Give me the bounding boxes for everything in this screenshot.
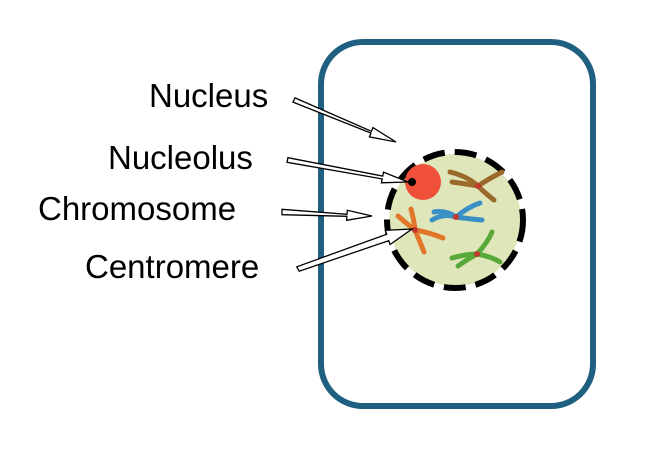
nucleolus-label: Nucleolus	[108, 139, 253, 176]
centromere-orange	[412, 227, 418, 233]
nucleus-label: Nucleus	[149, 77, 268, 114]
centromere-brown	[475, 183, 481, 189]
centromere-arrow	[295, 228, 415, 272]
centromere-blue	[453, 214, 459, 220]
chromosome-arrow	[281, 208, 373, 222]
centromere-green	[474, 251, 480, 257]
chromosome-label: Chromosome	[38, 190, 236, 227]
nucleolus-dot	[408, 178, 416, 186]
nuclear-envelope	[384, 149, 526, 291]
nucleus-arrow	[292, 97, 397, 143]
nucleolus-arrow	[286, 156, 409, 184]
centromere-label: Centromere	[85, 248, 259, 285]
nucleolus	[405, 164, 441, 200]
